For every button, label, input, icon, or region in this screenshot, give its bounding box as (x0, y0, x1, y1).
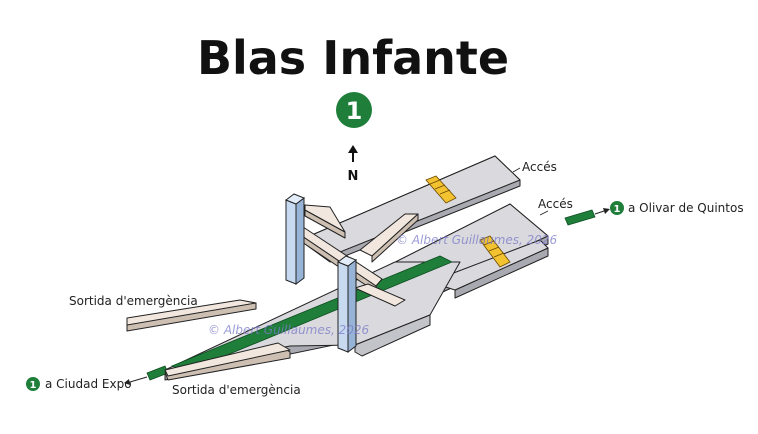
connecting-ramp-4 (354, 283, 406, 307)
label-direction-west: a Ciudad Expo (45, 377, 132, 391)
label-emergency-exit-1: Sortida d'emergència (69, 294, 198, 308)
direction-east-badge: 1 (614, 204, 621, 215)
line-badge: 1 (336, 92, 372, 128)
north-label: N (348, 169, 359, 184)
north-arrow-icon: N (348, 145, 359, 184)
label-access-1: Accés (522, 160, 557, 174)
label-direction-east: a Olivar de Quintos (628, 201, 744, 215)
emergency-ramp-upper (126, 299, 257, 332)
line-badge-number: 1 (346, 97, 363, 125)
label-emergency-exit-2: Sortida d'emergència (172, 383, 301, 397)
direction-west-badge: 1 (30, 380, 37, 391)
shaft-column-front (336, 255, 358, 353)
stairs-lower (479, 235, 511, 268)
direction-east: 1 a Olivar de Quintos (594, 201, 744, 215)
connecting-ramp-3 (359, 213, 419, 263)
watermark-1: © Albert Guillaumes, 2026 (396, 233, 558, 247)
emergency-ramp-lower (164, 342, 291, 381)
label-access-2: Accés (538, 197, 573, 211)
stairs-upper (425, 175, 457, 204)
direction-west: 1 a Ciudad Expo (26, 376, 148, 391)
connecting-ramp-1 (304, 204, 346, 239)
watermark-2: © Albert Guillaumes, 2026 (208, 323, 370, 337)
shaft-column-back (284, 193, 306, 285)
station-title: Blas Infante (197, 31, 509, 85)
